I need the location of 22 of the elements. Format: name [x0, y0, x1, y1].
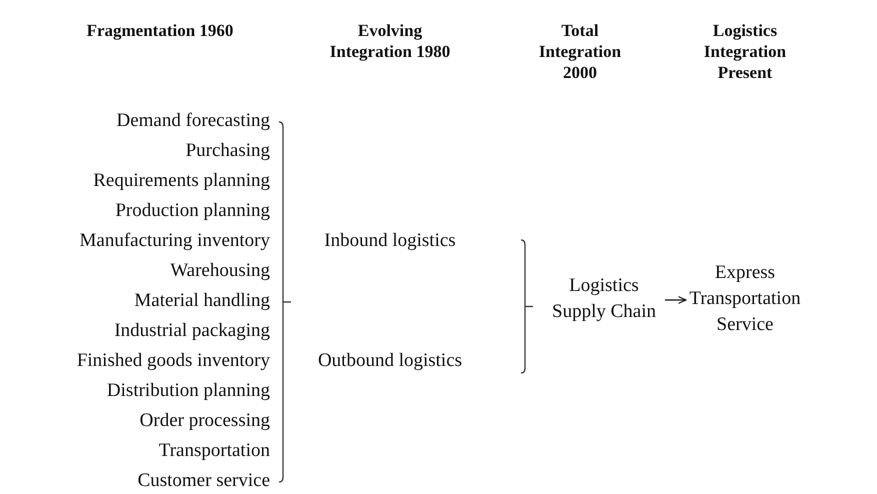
item-label: Purchasing	[20, 138, 270, 164]
item-label: Transportation	[20, 438, 270, 464]
arrow	[665, 296, 687, 304]
item-label: Order processing	[20, 408, 270, 434]
item-label: Requirements planning	[20, 168, 270, 194]
column-heading: Total Integration 2000	[538, 20, 622, 83]
item-label: Customer service	[20, 468, 270, 494]
item-label: Material handling	[20, 288, 270, 314]
item-label: Manufacturing inventory	[20, 228, 270, 254]
item-label: Logistics Supply Chain	[543, 273, 665, 325]
item-label: Express Transportation Service	[686, 260, 804, 338]
item-label: Outbound logistics	[310, 348, 470, 374]
column-heading: Logistics Integration Present	[702, 20, 788, 83]
item-label: Inbound logistics	[315, 228, 465, 254]
item-label: Demand forecasting	[20, 108, 270, 134]
item-label: Distribution planning	[20, 378, 270, 404]
item-label: Finished goods inventory	[20, 348, 270, 374]
item-label: Warehousing	[20, 258, 270, 284]
item-label: Industrial packaging	[20, 318, 270, 344]
column-heading: Evolving Integration 1980	[328, 20, 452, 62]
item-label: Production planning	[20, 198, 270, 224]
column-heading: Fragmentation 1960	[86, 20, 234, 41]
